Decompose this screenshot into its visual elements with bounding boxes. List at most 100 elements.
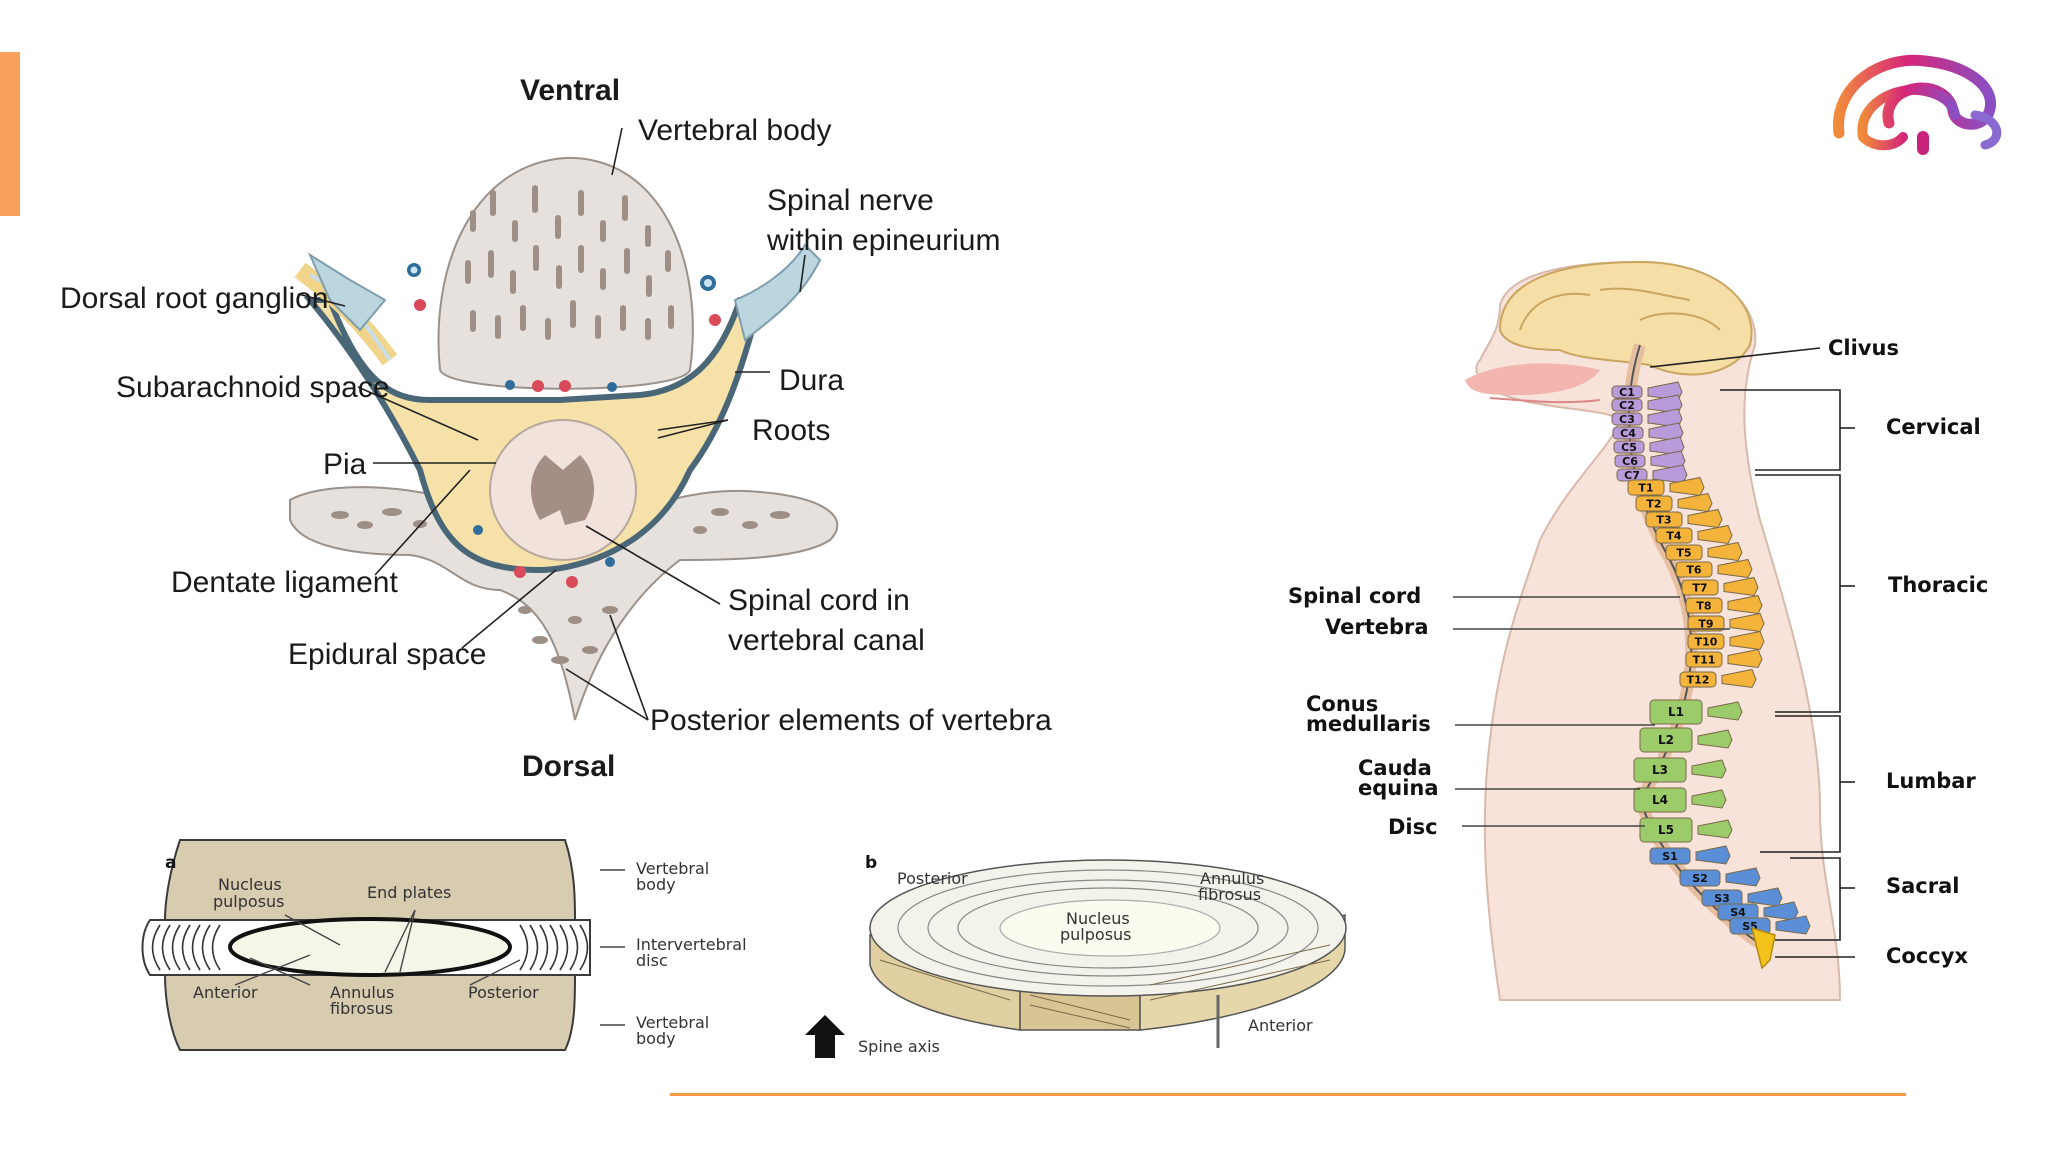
spinous-process-t11 <box>1727 648 1763 669</box>
spinal-cord-label-1: Spinal cord in <box>728 584 910 617</box>
spinous-process-l1 <box>1707 701 1743 721</box>
disc-3d-view: b Posterior Annulus fibrosus Nucleus pul… <box>805 853 1347 1058</box>
cauda-label-1: Cauda <box>1358 756 1432 780</box>
vertebra-label-t8: T8 <box>1696 599 1711 612</box>
vertebra-l2 <box>1639 727 1693 753</box>
vertebra-c4 <box>1612 426 1644 440</box>
vertebra-t2 <box>1635 495 1673 512</box>
annulus-side-label-1: Annulus <box>330 983 394 1002</box>
spinous-process-c4 <box>1648 422 1684 442</box>
vertebra-c3 <box>1611 412 1643 426</box>
spinous-process-t9 <box>1729 612 1765 633</box>
thoracic-label: Thoracic <box>1888 573 1988 597</box>
spinous-process-l4 <box>1691 789 1727 809</box>
spinous-process-c5 <box>1649 436 1685 456</box>
vertebra-label-c3: C3 <box>1619 413 1635 426</box>
vertebra-t5 <box>1665 544 1703 561</box>
anterior-side-label: Anterior <box>193 983 258 1002</box>
lumbar-label: Lumbar <box>1886 769 1976 793</box>
vertebra-label-s3: S3 <box>1714 892 1730 905</box>
posterior-elements-label: Posterior elements of vertebra <box>650 704 1052 737</box>
spinous-process-s2 <box>1725 867 1761 887</box>
vertebra-s2 <box>1679 869 1721 887</box>
spinous-process-t6 <box>1717 558 1753 579</box>
vertebra-label-c6: C6 <box>1622 455 1638 468</box>
anterior-3d-label: Anterior <box>1248 1016 1313 1035</box>
spinal-cord-side-label: Spinal cord <box>1288 584 1421 608</box>
vertebral-body-label: Vertebral body <box>638 114 831 147</box>
subarachnoid-space-label: Subarachnoid space <box>116 371 390 404</box>
spinal-cross-section: Ventral Dorsal Vertebral body Spinal ner… <box>60 74 1052 783</box>
annulus-side-label-2: fibrosus <box>330 999 393 1018</box>
brand-arc-logo-icon <box>1833 54 2002 155</box>
vertebra-label-l2: L2 <box>1658 733 1674 747</box>
spinous-process-t5 <box>1707 541 1743 562</box>
footer-divider <box>670 1093 1906 1096</box>
vertebra-t9 <box>1687 615 1725 632</box>
vertebra-c1 <box>1611 385 1643 399</box>
vertebra-label-t7: T7 <box>1692 581 1707 594</box>
vertebral-body-top-label-2: body <box>636 875 676 894</box>
spinous-process-t2 <box>1677 492 1713 513</box>
vertebra-t12 <box>1679 671 1717 688</box>
posterior-side-label: Posterior <box>468 983 539 1002</box>
vertebra-c5 <box>1613 440 1645 454</box>
vertebra-label-c2: C2 <box>1619 399 1635 412</box>
vertebra-label-t2: T2 <box>1646 497 1661 510</box>
vertebra-label-c4: C4 <box>1620 427 1636 440</box>
vertebra-label-t11: T11 <box>1693 653 1716 666</box>
vertebra-s1 <box>1649 847 1691 865</box>
spinous-process-t7 <box>1723 576 1759 597</box>
spinous-process-t3 <box>1687 508 1723 529</box>
spinous-process-c2 <box>1647 394 1683 414</box>
intervertebral-disc-label-2: disc <box>636 951 668 970</box>
spinous-process-t10 <box>1729 630 1765 651</box>
vertebra-label: Vertebra <box>1325 615 1429 639</box>
spinous-process-l2 <box>1697 729 1733 749</box>
vertebra-label-t3: T3 <box>1656 513 1671 526</box>
vertebra-t6 <box>1675 561 1713 578</box>
dorsal-root-ganglion-label: Dorsal root ganglion <box>60 282 329 315</box>
spinous-process-t1 <box>1669 476 1705 497</box>
coccyx-shape <box>1750 926 1776 970</box>
spinous-process-s5 <box>1775 915 1811 935</box>
disc-label: Disc <box>1388 815 1438 839</box>
end-plates-label: End plates <box>367 883 451 902</box>
vertebra-t7 <box>1681 579 1719 596</box>
pia-label: Pia <box>323 448 367 481</box>
vertebra-l4 <box>1633 787 1687 813</box>
vertebral-body-bottom-label-2: body <box>636 1029 676 1048</box>
vertebra-label-s1: S1 <box>1662 850 1678 863</box>
spinal-cord-label-2: vertebral canal <box>728 624 925 657</box>
nucleus-3d-label-2: pulposus <box>1060 925 1132 944</box>
vertebra-c2 <box>1611 398 1643 412</box>
vertebra-t10 <box>1687 633 1725 650</box>
vertebra-t8 <box>1685 597 1723 614</box>
spinous-process-l5 <box>1697 819 1733 839</box>
vertebra-label-t9: T9 <box>1698 617 1713 630</box>
vertebral-body-bottom-label-1: Vertebral <box>636 1013 709 1032</box>
vertebra-t3 <box>1645 511 1683 528</box>
vertebra-t11 <box>1685 651 1723 668</box>
annulus-3d-label-1: Annulus <box>1200 869 1264 888</box>
spinal-nerve-label-2: within epineurium <box>766 224 1000 257</box>
vertebra-l5 <box>1639 817 1693 843</box>
vertebra-label-l5: L5 <box>1658 823 1674 837</box>
panel-b-letter: b <box>865 853 877 873</box>
annulus-3d-label-2: fibrosus <box>1198 885 1261 904</box>
vertebra-label-t12: T12 <box>1687 673 1710 686</box>
spinous-process-t8 <box>1727 594 1763 615</box>
vertebra-l3 <box>1633 757 1687 783</box>
dura-label: Dura <box>779 364 844 397</box>
clivus-label: Clivus <box>1828 336 1899 360</box>
nucleus-label-2: pulposus <box>213 892 285 911</box>
intervertebral-disc-label-1: Intervertebral <box>636 935 747 954</box>
vertebra-label-t4: T4 <box>1666 529 1682 542</box>
spinous-process-t12 <box>1721 668 1757 689</box>
spinal-nerve-label-1: Spinal nerve <box>767 184 934 217</box>
ventral-label: Ventral <box>520 74 620 107</box>
